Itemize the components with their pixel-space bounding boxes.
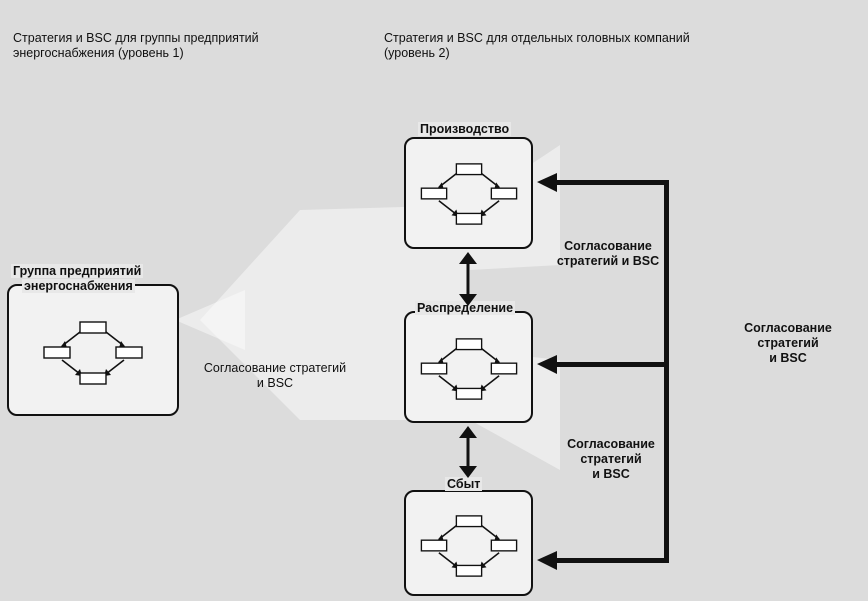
lower-alignment-line3: и BSC (592, 467, 630, 481)
level2-header: Стратегия и BSC для отдельных головных к… (384, 31, 690, 60)
lower-alignment-line1: Согласование (567, 437, 655, 451)
group-alignment-line2: и BSC (256, 376, 294, 390)
group-alignment-label: Согласование стратегий и BSC (190, 361, 360, 391)
level1-header: Стратегия и BSC для группы предприятий э… (13, 31, 259, 60)
bracket-arrow-icon (537, 173, 669, 570)
right-alignment-line1: Согласование (744, 321, 832, 335)
company-title-sales: Сбыт (445, 477, 483, 491)
group-box-title-line1: Группа предприятий (11, 264, 144, 278)
top-alignment-line1: Согласование (564, 239, 652, 253)
right-alignment-line3: и BSC (769, 351, 807, 365)
company-title-production: Производство (418, 122, 512, 136)
company-title-distribution: Распределение (415, 301, 516, 315)
lower-alignment-line2: стратегий (580, 452, 642, 466)
top-alignment-label: Согласование стратегий и BSC (548, 239, 668, 269)
right-alignment-line2: стратегий (757, 336, 819, 350)
right-alignment-label: Согласование стратегий и BSC (728, 321, 848, 366)
group-alignment-line1: Согласование стратегий (203, 361, 347, 375)
lower-alignment-label: Согласование стратегий и BSC (556, 437, 666, 482)
top-alignment-line2: стратегий и BSC (556, 254, 660, 268)
group-box-title-line2: энергоснабжения (22, 279, 135, 293)
